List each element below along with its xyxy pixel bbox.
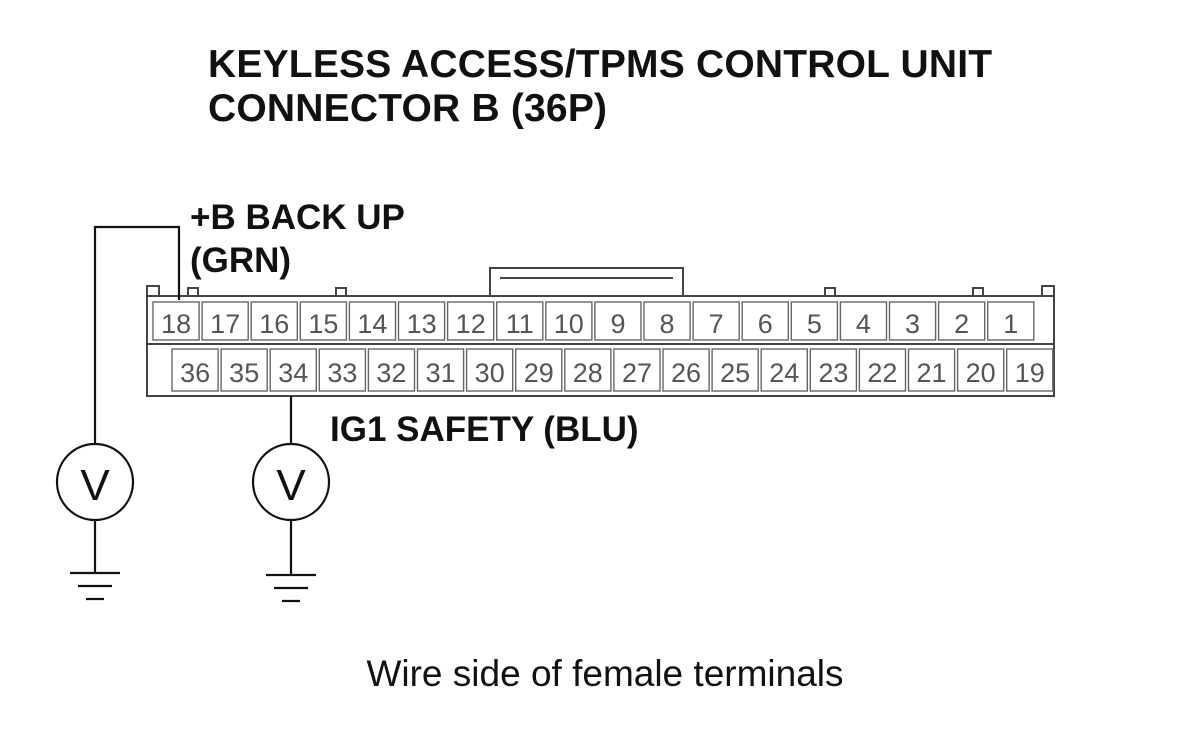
- pin-number-26: 26: [671, 358, 701, 388]
- pin-cavity: [987, 301, 1035, 341]
- pin-number-24: 24: [769, 358, 799, 388]
- pin-number-3: 3: [905, 309, 920, 339]
- connector-body: [146, 267, 1055, 397]
- pin-number-16: 16: [259, 309, 289, 339]
- pin-cavity: [937, 301, 986, 341]
- pin-cavity: [692, 301, 740, 341]
- pin-number-36: 36: [180, 358, 210, 388]
- pin-cavity: [564, 348, 612, 392]
- rib: [824, 287, 836, 297]
- pin-cavity: [269, 348, 318, 392]
- pin-number-17: 17: [210, 309, 240, 339]
- pin-number-6: 6: [758, 309, 773, 339]
- pin-number-12: 12: [456, 309, 486, 339]
- pin-cavity: [465, 348, 514, 392]
- pin-cavity: [152, 301, 200, 341]
- ig1-probe: [251, 396, 331, 603]
- pin-number-14: 14: [357, 309, 387, 339]
- diagram-title-line-1: KEYLESS ACCESS/TPMS CONTROL UNIT: [208, 43, 993, 86]
- pin-cavity: [760, 348, 809, 392]
- pin-cavity: [367, 348, 416, 392]
- pin-cavity: [416, 348, 465, 392]
- pin-number-2: 2: [954, 309, 969, 339]
- pin-number-30: 30: [475, 358, 505, 388]
- pin-cavity: [201, 301, 249, 341]
- pin-cavity: [839, 301, 888, 341]
- pin-number-32: 32: [376, 358, 406, 388]
- rib: [972, 287, 984, 297]
- pin-number-23: 23: [818, 358, 848, 388]
- pin-cavity: [299, 301, 348, 341]
- pin-number-28: 28: [573, 358, 603, 388]
- pin-number-9: 9: [610, 309, 625, 339]
- corner-post: [1041, 285, 1055, 297]
- pin-cavity: [662, 348, 710, 392]
- corner-post: [146, 285, 160, 297]
- rib: [187, 287, 199, 297]
- pin-cavity: [397, 301, 446, 341]
- pin-cavity: [809, 348, 858, 392]
- pin-cavity: [790, 301, 839, 341]
- voltmeter-symbol: V: [276, 461, 306, 510]
- pin-number-11: 11: [506, 309, 534, 339]
- pin-cavity: [711, 348, 759, 392]
- pin-number-18: 18: [161, 309, 191, 339]
- pin-number-34: 34: [278, 358, 308, 388]
- pin-number-8: 8: [659, 309, 674, 339]
- pin-cavity: [1006, 348, 1054, 392]
- pin-cavity: [348, 301, 397, 341]
- backup-label: +B BACK UP: [190, 198, 405, 237]
- pin-number-22: 22: [867, 358, 897, 388]
- rib: [335, 287, 347, 297]
- pin-cavity: [907, 348, 956, 392]
- backup-probe: [55, 225, 181, 601]
- pin-number-4: 4: [856, 309, 871, 339]
- pin-number-10: 10: [554, 309, 584, 339]
- pin-number-35: 35: [229, 358, 259, 388]
- pin-number-25: 25: [720, 358, 750, 388]
- pin-cavity: [171, 348, 219, 392]
- bottom-row-cavities: 36 35 34 33 32 31 30 29 28 27 26 25 24 23 22 21 20 19: [171, 348, 1054, 392]
- pin-number-5: 5: [807, 309, 822, 339]
- pin-number-27: 27: [622, 358, 652, 388]
- pin-number-19: 19: [1015, 358, 1045, 388]
- pin-cavity: [613, 348, 661, 392]
- locking-tab: [489, 267, 684, 297]
- pin-cavity: [220, 348, 268, 392]
- backup-wire: [93, 225, 181, 445]
- pin-number-20: 20: [966, 358, 996, 388]
- pin-number-15: 15: [308, 309, 338, 339]
- pin-cavity: [496, 301, 544, 341]
- backup-wire-color: (GRN): [190, 241, 292, 280]
- pin-cavity: [643, 301, 691, 341]
- pin-cavity: [545, 301, 593, 341]
- pin-number-21: 21: [916, 358, 946, 388]
- diagram-caption: Wire side of female terminals: [366, 653, 844, 694]
- pin-number-7: 7: [709, 309, 724, 339]
- diagram-title-line-2: CONNECTOR B (36P): [208, 87, 608, 130]
- pin-cavity: [318, 348, 367, 392]
- pin-number-13: 13: [407, 309, 437, 339]
- pin-cavity: [888, 301, 937, 341]
- pin-cavity: [250, 301, 298, 341]
- pin-number-33: 33: [327, 358, 357, 388]
- ig1-safety-label: IG1 SAFETY (BLU): [330, 410, 639, 449]
- pin-number-1: 1: [1003, 309, 1018, 339]
- pin-number-29: 29: [524, 358, 554, 388]
- top-row-cavities: 18 17 16 15 14 13 12 11 10 9 8 7 6 5 4 3 2 1: [152, 301, 1035, 341]
- pin-cavity: [741, 301, 790, 341]
- pin-number-31: 31: [426, 358, 456, 388]
- voltmeter-symbol: V: [80, 461, 110, 510]
- pin-cavity: [594, 301, 642, 341]
- pin-cavity: [515, 348, 563, 392]
- pin-cavity: [446, 301, 495, 341]
- pin-cavity: [858, 348, 907, 392]
- pin-cavity: [956, 348, 1005, 392]
